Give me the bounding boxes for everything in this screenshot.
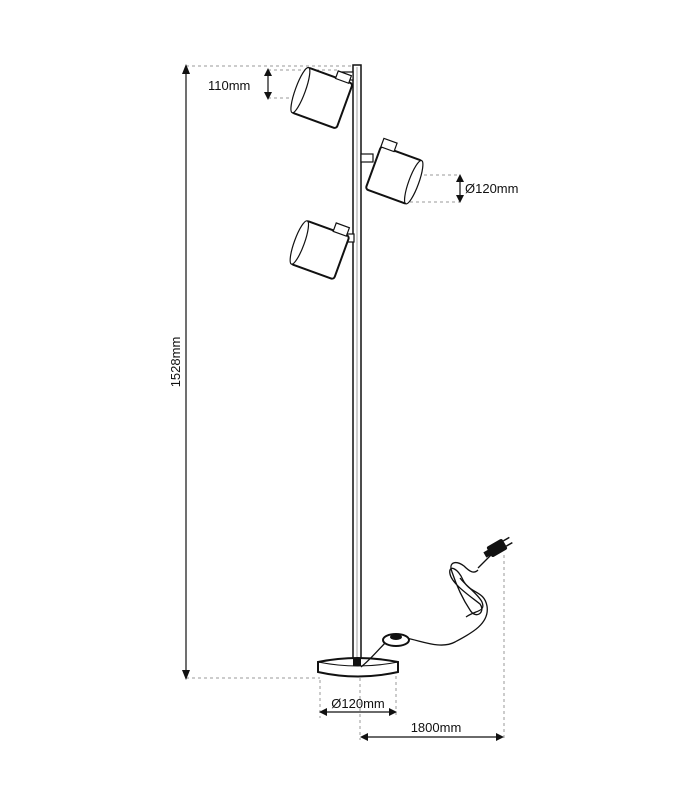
shade-offset-label: 110mm <box>208 78 250 93</box>
plug-icon <box>483 536 513 558</box>
power-cord <box>360 551 495 668</box>
lamp-shade-top <box>290 66 354 129</box>
lamp-shade-middle <box>360 137 424 205</box>
shade-offset-dimension-line <box>264 68 272 100</box>
base-diameter-label: Ø120mm <box>331 696 384 711</box>
height-dimension-line <box>182 64 190 680</box>
shade-diameter-label: Ø120mm <box>465 181 518 196</box>
foot-switch <box>382 633 410 647</box>
cable-length-dimension-line <box>360 733 504 741</box>
extension-lines <box>186 65 505 740</box>
shade-diameter-dimension-line <box>456 174 464 203</box>
lamp-base <box>317 657 399 678</box>
height-label: 1528mm <box>168 337 183 388</box>
lamp-shade-bottom <box>289 220 355 280</box>
cable-length-label: 1800mm <box>411 720 462 735</box>
lamp-pole <box>352 64 362 664</box>
base-diameter-dimension-line <box>319 708 397 716</box>
